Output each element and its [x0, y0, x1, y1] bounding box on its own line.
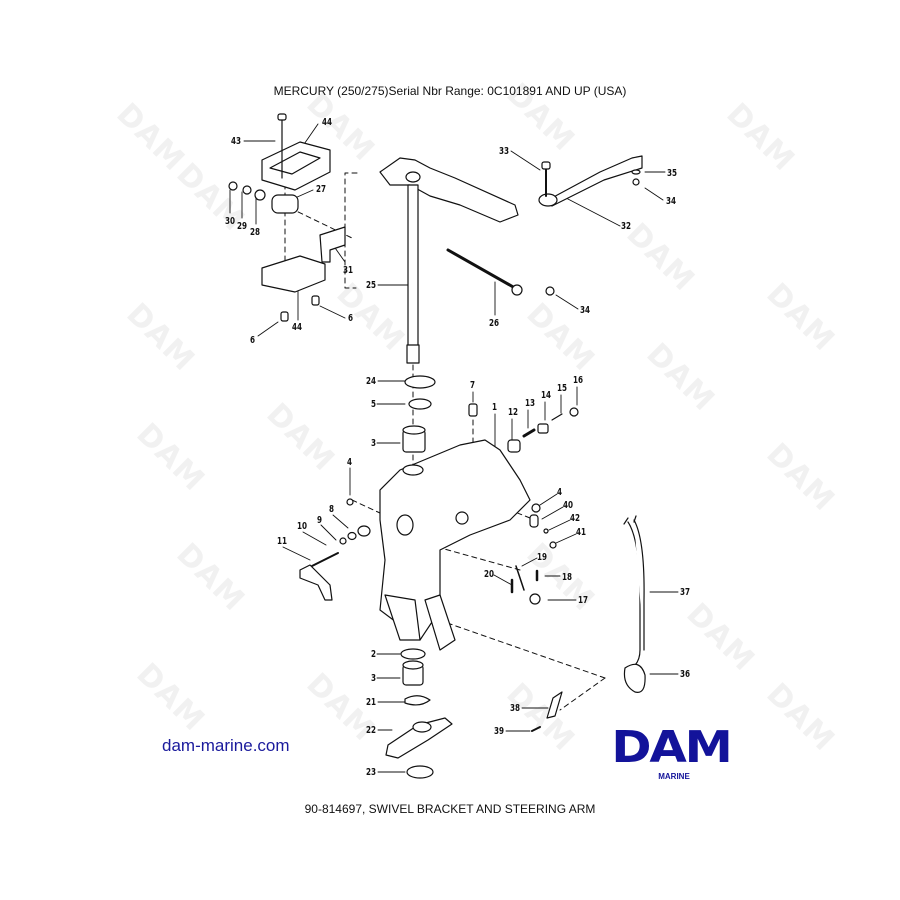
callout-42: 42	[570, 513, 581, 524]
lower-bushing	[402, 660, 424, 686]
callout-21: 21	[366, 697, 377, 708]
steering-link	[538, 155, 643, 207]
callout-9: 9	[317, 515, 323, 526]
steering-yoke	[379, 157, 519, 364]
swivel-bracket	[379, 439, 531, 651]
callout-7: 7	[470, 380, 476, 391]
callout-23: 23	[366, 767, 377, 778]
callout-6: 6	[348, 313, 354, 324]
dam-marine-logo: DAM MARINE	[606, 726, 736, 782]
upper-mount-clamp	[261, 113, 331, 191]
callout-12: 12	[508, 407, 519, 418]
callout-33: 33	[499, 146, 510, 157]
callout-25: 25	[366, 280, 377, 291]
callout-3: 3	[371, 438, 377, 449]
callout-18: 18	[562, 572, 573, 583]
tilt-lock-parts	[468, 403, 579, 453]
callout-26: 26	[489, 318, 500, 329]
callout-34: 34	[666, 196, 677, 207]
callout-32: 32	[621, 221, 632, 232]
sender-link	[531, 691, 563, 732]
trim-sender	[623, 515, 646, 693]
callout-44: 44	[292, 322, 303, 333]
website-link[interactable]: dam-marine.com	[162, 736, 290, 755]
callout-14: 14	[541, 390, 552, 401]
callout-6: 6	[250, 335, 256, 346]
callout-35: 35	[667, 168, 678, 179]
callout-4: 4	[347, 457, 353, 468]
bushing-ring	[408, 398, 432, 410]
callout-37: 37	[680, 587, 691, 598]
callout-28: 28	[250, 227, 261, 238]
callout-8: 8	[329, 504, 335, 515]
mount-bushing	[228, 181, 299, 214]
callout-31: 31	[343, 265, 354, 276]
logo-text: DAM	[611, 722, 732, 773]
leader-lines	[229, 123, 679, 773]
callout-13: 13	[525, 398, 536, 409]
callout-22: 22	[366, 725, 377, 736]
mount-plate	[319, 226, 346, 263]
callout-16: 16	[573, 375, 584, 386]
diagram-caption: 90-814697, SWIVEL BRACKET AND STEERING A…	[304, 802, 596, 816]
callout-11: 11	[277, 536, 288, 547]
callout-5: 5	[371, 399, 377, 410]
callout-27: 27	[316, 184, 327, 195]
through-bolt	[446, 248, 517, 290]
callout-19: 19	[537, 552, 548, 563]
lower-ring	[400, 648, 426, 660]
callout-39: 39	[494, 726, 505, 737]
callout-36: 36	[680, 669, 691, 680]
tilt-lever	[299, 498, 371, 601]
callout-41: 41	[576, 527, 587, 538]
thrust-washer	[404, 375, 436, 389]
callout-30: 30	[225, 216, 236, 227]
callout-34: 34	[580, 305, 591, 316]
callout-38: 38	[510, 703, 521, 714]
page-title: MERCURY (250/275)Serial Nbr Range: 0C101…	[273, 84, 627, 98]
steering-arm	[385, 717, 453, 759]
snap-ring	[406, 765, 434, 779]
callout-20: 20	[484, 569, 495, 580]
upper-bushing	[402, 425, 426, 453]
callout-1: 1	[492, 402, 498, 413]
trim-sender-parts	[510, 503, 557, 605]
logo-subtext: MARINE	[658, 772, 690, 781]
lower-spacer	[404, 695, 431, 706]
callout-2: 2	[371, 649, 377, 660]
callout-10: 10	[297, 521, 308, 532]
callout-29: 29	[237, 221, 248, 232]
callout-17: 17	[578, 595, 589, 606]
callout-24: 24	[366, 376, 377, 387]
callout-3: 3	[371, 673, 377, 684]
callout-44: 44	[322, 117, 333, 128]
callout-40: 40	[563, 500, 574, 511]
callout-43: 43	[231, 136, 242, 147]
callout-4: 4	[557, 487, 563, 498]
callout-15: 15	[557, 383, 568, 394]
lower-mount-clamp	[261, 255, 326, 322]
